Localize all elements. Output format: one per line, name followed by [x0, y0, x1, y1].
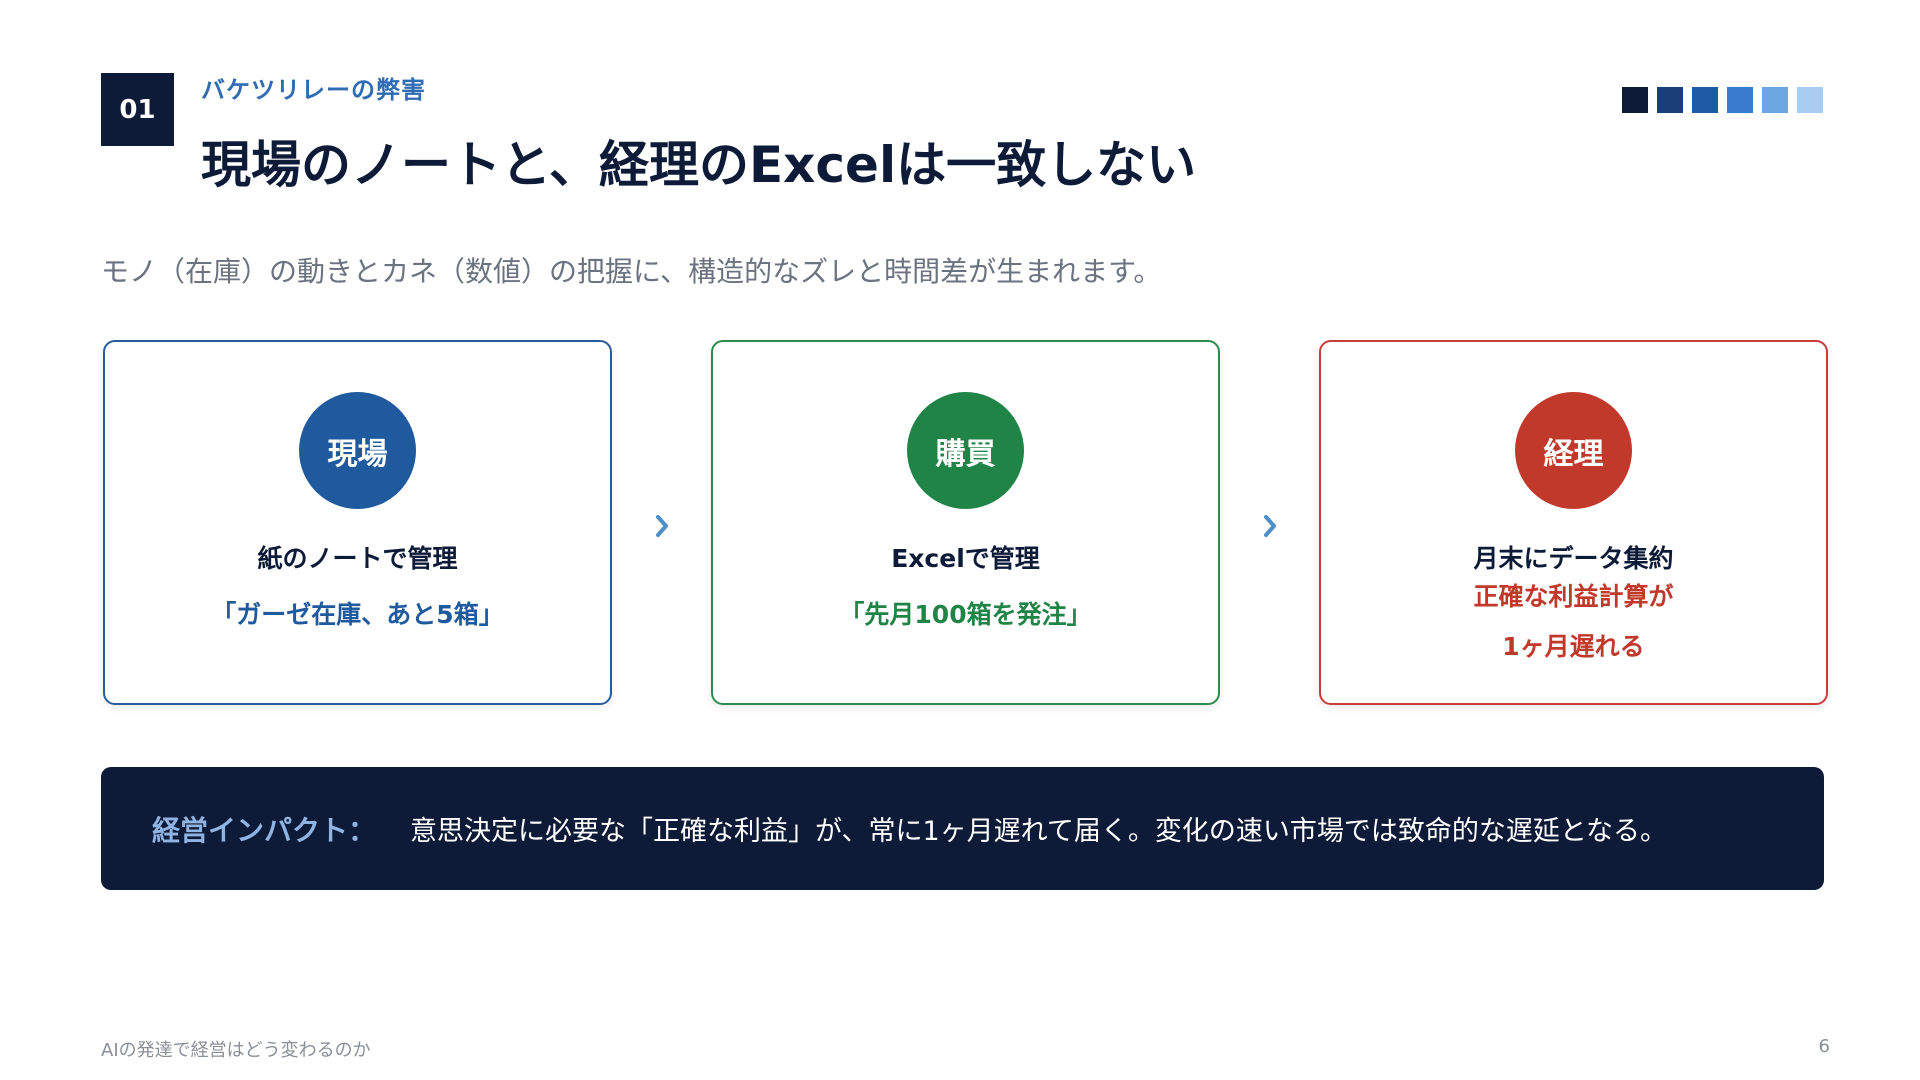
decor-square [1797, 87, 1823, 113]
card-badge: 経理 [1515, 392, 1632, 509]
card-warning: 正確な利益計算が 1ヶ月遅れる [1473, 572, 1673, 672]
card-badge: 購買 [907, 392, 1024, 509]
impact-label: 経営インパクト： [152, 813, 377, 847]
section-number-badge: 01 [101, 73, 174, 146]
card-warning-line1: 正確な利益計算が [1473, 582, 1674, 611]
flow-card-genba: 現場 紙のノートで管理 「ガーゼ在庫、あと5箱」 [103, 340, 612, 705]
page-title: 現場のノートと、経理のExcelは一致しない [201, 136, 1197, 194]
impact-text: 意思決定に必要な「正確な利益」が、常に1ヶ月遅れて届く。変化の速い市場では致命的… [410, 816, 1668, 847]
flow-card-keiri: 経理 月末にデータ集約 正確な利益計算が 1ヶ月遅れる [1319, 340, 1828, 705]
card-quote: 「先月100箱を発注」 [839, 600, 1092, 629]
card-quote: 「ガーゼ在庫、あと5箱」 [211, 600, 504, 629]
card-warning-line2: 1ヶ月遅れる [1502, 632, 1645, 661]
footer-page-number: 6 [1818, 1036, 1830, 1057]
decor-square [1762, 87, 1788, 113]
card-badge: 現場 [299, 392, 416, 509]
card-description: 紙のノートで管理 [257, 544, 458, 573]
decorative-squares [1622, 87, 1823, 113]
footer-deck-title: AIの発達で経営はどう変わるのか [101, 1040, 371, 1061]
decor-square [1692, 87, 1718, 113]
card-description: 月末にデータ集約 [1473, 544, 1674, 573]
decor-square [1657, 87, 1683, 113]
chevron-right-icon [1258, 510, 1282, 542]
chevron-right-icon [650, 510, 674, 542]
decor-square [1622, 87, 1648, 113]
card-description: Excelで管理 [891, 544, 1040, 573]
impact-banner: 経営インパクト： 意思決定に必要な「正確な利益」が、常に1ヶ月遅れて届く。変化の… [101, 767, 1824, 890]
page-subtitle: モノ（在庫）の動きとカネ（数値）の把握に、構造的なズレと時間差が生まれます。 [101, 255, 1162, 288]
decor-square [1727, 87, 1753, 113]
section-eyebrow: バケツリレーの弊害 [201, 76, 426, 104]
flow-card-kobai: 購買 Excelで管理 「先月100箱を発注」 [711, 340, 1220, 705]
